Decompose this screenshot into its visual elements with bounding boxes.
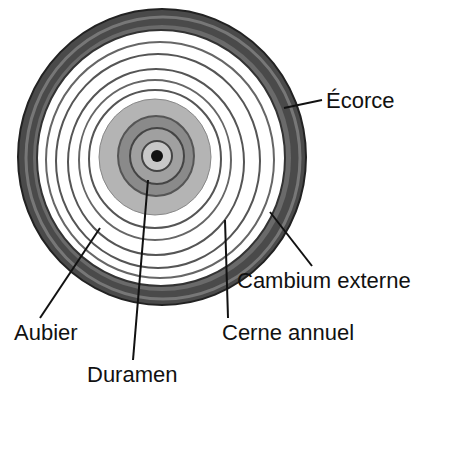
cambium-line [37, 30, 285, 286]
leader-line [40, 228, 100, 318]
growth-ring [68, 69, 244, 255]
part-label: Duramen [87, 362, 177, 388]
part-label: Écorce [326, 88, 394, 114]
heartwood-ring [130, 128, 184, 184]
growth-ring [56, 54, 260, 268]
heartwood-ring [118, 116, 194, 196]
heartwood-ring [142, 141, 172, 171]
leader-line [284, 100, 322, 108]
bark-inner [33, 25, 291, 291]
heartwood [99, 99, 211, 215]
part-label: Cerne annuel [222, 320, 354, 346]
leader-line [133, 180, 148, 360]
pith [151, 150, 163, 162]
growth-ring [79, 80, 231, 240]
bark-texture [26, 17, 300, 299]
growth-ring [89, 90, 221, 228]
part-label: Cambium externe [237, 268, 411, 294]
part-label: Aubier [14, 320, 78, 346]
bark [18, 9, 306, 305]
growth-ring [46, 42, 274, 278]
leader-line [270, 212, 312, 266]
leader-line [225, 220, 228, 318]
